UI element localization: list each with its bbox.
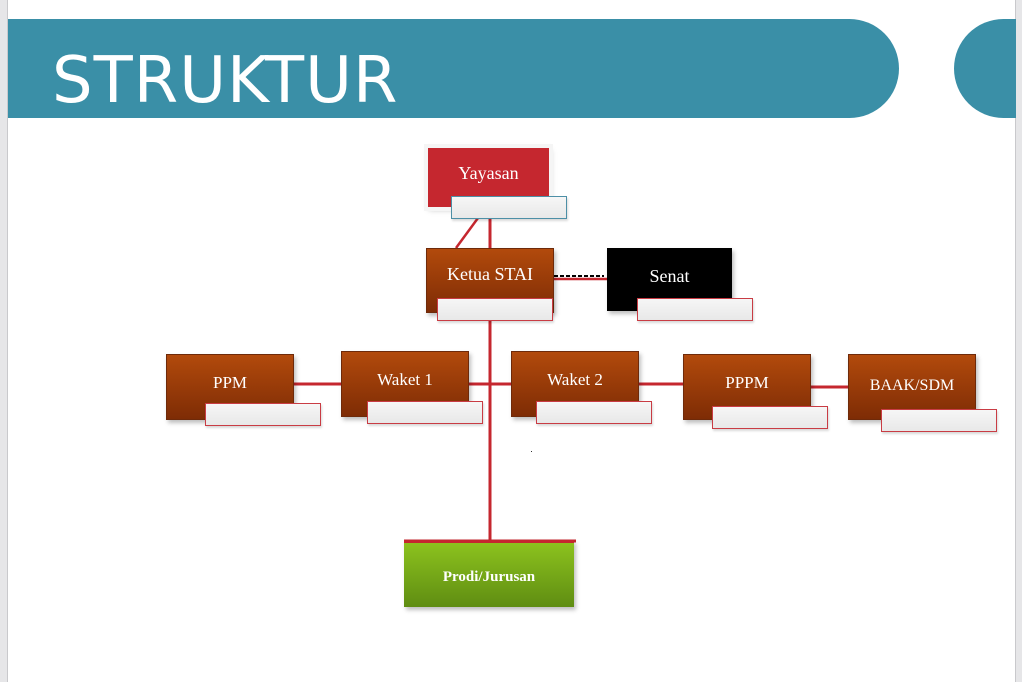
node-waket-1-label: Waket 1	[377, 370, 433, 389]
node-senat-label: Senat	[649, 266, 690, 286]
node-baak-sdm-label: BAAK/SDM	[869, 377, 955, 394]
node-waket-2-tag[interactable]	[536, 401, 652, 424]
node-senat-tag[interactable]	[637, 298, 753, 321]
node-ketua-stai-tag[interactable]	[437, 298, 553, 321]
left-window-edge	[0, 0, 8, 682]
slide-title: STRUKTUR	[52, 44, 399, 118]
node-prodi-jurusan-label: Prodi/Jurusan	[442, 568, 536, 585]
node-waket-1-tag[interactable]	[367, 401, 483, 424]
node-waket-2-label: Waket 2	[547, 370, 603, 389]
node-prodi-jurusan[interactable]: Prodi/Jurusan	[404, 540, 574, 607]
node-pppm-label: PPPM	[725, 373, 769, 392]
node-ppm-tag[interactable]	[205, 403, 321, 426]
stray-dot	[531, 451, 532, 452]
node-yayasan-label: Yayasan	[458, 163, 519, 183]
right-scrollbar[interactable]	[1015, 0, 1022, 682]
connector-yayasan-ketua-diagonal	[454, 217, 480, 249]
node-yayasan-tag[interactable]	[451, 196, 567, 219]
node-ketua-stai-label: Ketua STAI	[446, 264, 534, 284]
title-banner: STRUKTUR	[8, 19, 899, 118]
node-pppm-tag[interactable]	[712, 406, 828, 429]
node-baak-sdm-tag[interactable]	[881, 409, 997, 432]
node-ppm-label: PPM	[212, 373, 248, 392]
